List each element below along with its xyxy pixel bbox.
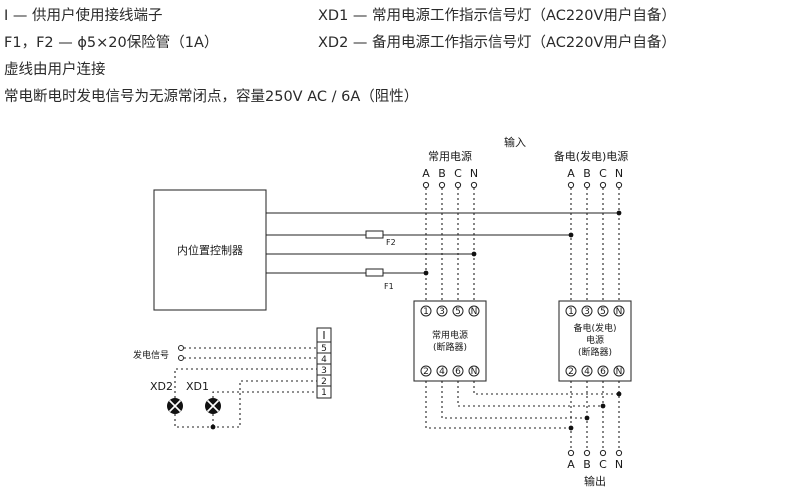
- lamp-xd2-icon: [167, 398, 183, 414]
- backup-phase-n: N: [615, 167, 623, 180]
- signal-label: 发电信号: [133, 349, 169, 361]
- lamp-xd1-label: XD1: [186, 380, 209, 393]
- breaker-normal-label-2: (断路器): [433, 341, 467, 353]
- signal-terminal-top: [178, 345, 184, 351]
- svg-text:N: N: [471, 367, 478, 377]
- svg-text:5: 5: [455, 307, 461, 317]
- svg-text:1: 1: [568, 307, 574, 317]
- normal-phase-c: C: [454, 167, 462, 180]
- terminal-2: 2: [321, 377, 327, 387]
- output-terminals: [567, 449, 623, 457]
- fuse-f1: [365, 268, 384, 277]
- svg-text:6: 6: [455, 367, 461, 377]
- output-label: 输出: [584, 474, 606, 488]
- note-xd1: XD1 — 常用电源工作指示信号灯（AC220V用户自备）: [318, 8, 676, 24]
- controller-box: [153, 189, 267, 311]
- lamp-xd2-label: XD2: [150, 380, 173, 393]
- svg-text:6: 6: [600, 367, 606, 377]
- svg-text:5: 5: [600, 307, 606, 317]
- lamp-xd1-icon: [205, 398, 221, 414]
- fuse-f2-label: F2: [386, 238, 396, 247]
- normal-source-label: 常用电源: [428, 149, 472, 163]
- note-xd2: XD2 — 备用电源工作指示信号灯（AC220V用户自备）: [318, 35, 676, 51]
- input-label: 输入: [504, 135, 526, 149]
- svg-text:4: 4: [584, 367, 590, 377]
- input-dashed-lines: [425, 188, 620, 301]
- svg-text:4: 4: [439, 367, 445, 377]
- controller-label: 内位置控制器: [177, 243, 243, 257]
- svg-text:N: N: [616, 307, 623, 317]
- terminal-5: 5: [321, 344, 327, 354]
- breaker-normal-terminals: 1 3 5 N 2 4 6 N: [420, 305, 480, 377]
- svg-text:N: N: [616, 367, 623, 377]
- svg-text:2: 2: [568, 367, 574, 377]
- svg-text:2: 2: [423, 367, 429, 377]
- signal-terminal-bottom: [178, 355, 184, 361]
- fuse-f1-label: F1: [384, 282, 394, 291]
- output-phase-n: N: [615, 458, 623, 471]
- normal-phase-a: A: [422, 167, 430, 180]
- backup-source-label: 备电(发电)电源: [554, 149, 629, 163]
- breaker-backup-label-1: 备电(发电): [573, 322, 616, 334]
- output-phase-a: A: [567, 458, 575, 471]
- note-signal-contact: 常电断电时发电信号为无源常闭点，容量250V AC / 6A（阻性）: [4, 89, 419, 105]
- svg-text:1: 1: [423, 307, 429, 317]
- note-fuses: F1，F2 — ϕ5×20保险管（1A）: [4, 35, 219, 51]
- backup-phase-a: A: [567, 167, 575, 180]
- output-phase-c: C: [599, 458, 607, 471]
- backup-phase-c: C: [599, 167, 607, 180]
- terminal-1: 1: [321, 388, 327, 398]
- junction-dots: [423, 210, 622, 276]
- normal-phase-n: N: [470, 167, 478, 180]
- note-terminal-block: I — 供用户使用接线端子: [4, 8, 163, 24]
- terminal-block-i: I 5 4 3 2 1: [316, 327, 332, 399]
- breaker-normal-label-1: 常用电源: [432, 329, 468, 341]
- svg-text:3: 3: [439, 307, 445, 317]
- wiring-diagram-svg: 输入 常用电源 备电(发电)电源 A B C N A B C N 内位置控制器 …: [133, 135, 632, 488]
- terminal-block-header: I: [322, 329, 325, 342]
- output-phase-b: B: [583, 458, 591, 471]
- lamp-common-junction: [210, 424, 216, 430]
- terminal-4: 4: [321, 355, 327, 365]
- note-dashed-lines: 虚线由用户连接: [4, 62, 106, 78]
- breaker-backup-label-2: 电源: [586, 334, 604, 346]
- terminal-3: 3: [321, 366, 327, 376]
- svg-text:N: N: [471, 307, 478, 317]
- breaker-backup-label-3: (断路器): [578, 346, 612, 358]
- input-terminals: [422, 181, 623, 189]
- normal-phase-b: B: [438, 167, 446, 180]
- backup-phase-b: B: [583, 167, 591, 180]
- signal-wires: [184, 347, 317, 359]
- output-dashed-lines: [425, 381, 620, 450]
- svg-text:3: 3: [584, 307, 590, 317]
- controller-wires: [266, 212, 619, 274]
- fuse-f2: [365, 230, 384, 239]
- lamp-dashed-wires: [174, 368, 317, 428]
- breaker-backup-terminals: 1 3 5 N 2 4 6 N: [565, 305, 625, 377]
- wiring-diagram: 输入 常用电源 备电(发电)电源 A B C N A B C N 内位置控制器 …: [0, 118, 796, 500]
- output-junction-dots: [568, 391, 622, 431]
